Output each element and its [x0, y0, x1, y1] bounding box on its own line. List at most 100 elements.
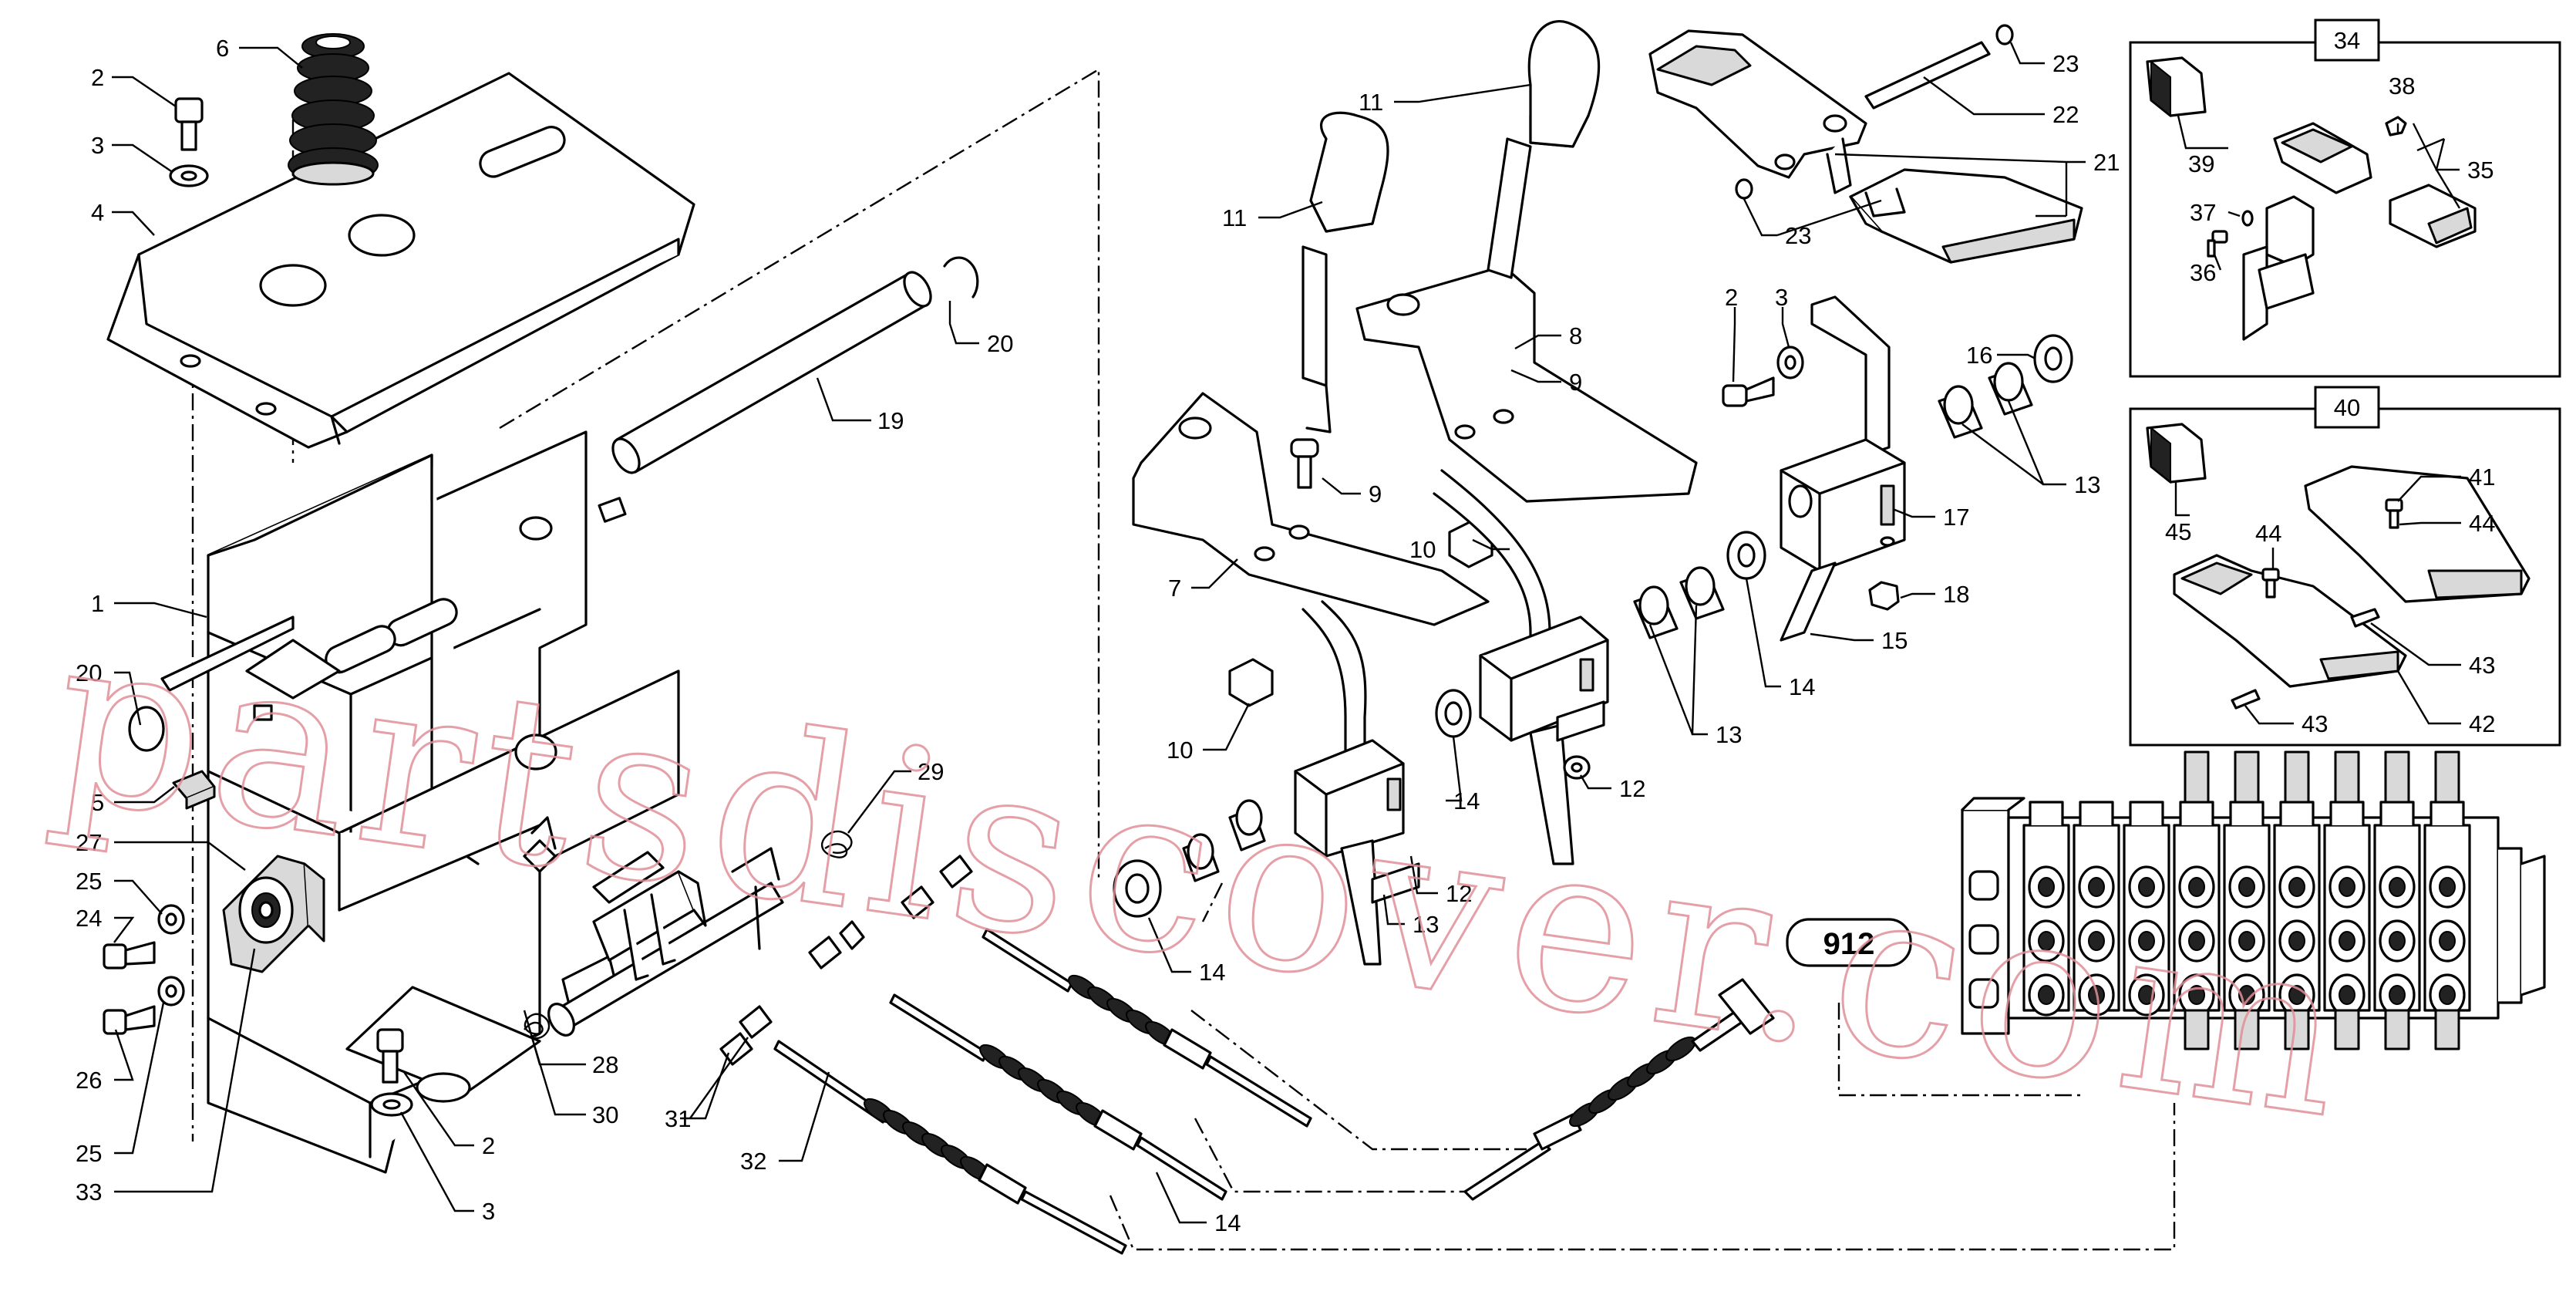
callout-17: 17 [1943, 504, 1969, 531]
callout-30: 30 [592, 1101, 618, 1128]
callout-11: 11 [1359, 89, 1383, 116]
callout-35: 35 [2467, 157, 2494, 184]
callout-31: 31 [665, 1105, 691, 1132]
right-control-lever [1355, 19, 1698, 865]
callout-16: 16 [1966, 342, 1992, 369]
callout-11: 11 [1222, 204, 1247, 231]
callout-5: 5 [91, 789, 104, 816]
callout-14: 14 [1199, 959, 1225, 986]
linkage-assembly [523, 816, 973, 1066]
callout-3: 3 [1775, 284, 1788, 311]
callout-20: 20 [76, 659, 102, 686]
cable-4-right [1463, 978, 1775, 1201]
callout-43: 43 [2469, 652, 2495, 679]
assembly-guide-lines [191, 67, 2176, 1251]
inset-box-34: 34 [2129, 19, 2561, 378]
top-cover-part [106, 72, 695, 449]
seal-plate-part [222, 855, 325, 973]
clip-part [172, 770, 216, 810]
callout-13: 13 [1413, 911, 1439, 938]
callout-12: 12 [1446, 880, 1472, 907]
callout-25: 25 [76, 868, 102, 895]
callout-44: 44 [2255, 520, 2281, 547]
valve-section [2223, 750, 2271, 1050]
callout-27: 27 [76, 829, 102, 856]
callout-14: 14 [1789, 673, 1815, 700]
callout-22: 22 [2052, 101, 2079, 128]
callout-3: 3 [91, 132, 104, 159]
callout-25: 25 [76, 1140, 102, 1167]
callout-38: 38 [2389, 72, 2415, 99]
callout-15: 15 [1881, 627, 1908, 654]
callout-2: 2 [482, 1132, 495, 1159]
callout-45: 45 [2165, 518, 2191, 545]
shaft-part [611, 256, 979, 474]
pivot-bracket-part [1633, 295, 2073, 642]
callout-10: 10 [1409, 536, 1436, 563]
book-icon [2146, 423, 2207, 484]
callout-19: 19 [877, 407, 904, 434]
inset-box-34-label: 34 [2334, 27, 2360, 54]
valve-sections [2022, 750, 2471, 1050]
main-housing-part [160, 430, 680, 1174]
screws-lower-left [103, 904, 185, 1035]
callout-10: 10 [1167, 737, 1193, 764]
callout-23: 23 [1785, 222, 1811, 249]
inset-box-40-label: 40 [2334, 394, 2360, 421]
callout-21: 21 [2093, 149, 2120, 176]
callout-41: 41 [2469, 464, 2495, 491]
callout-2: 2 [1725, 284, 1738, 311]
control-cables [773, 928, 1775, 1255]
callout-32: 32 [740, 1148, 766, 1175]
callout-36: 36 [2190, 259, 2216, 286]
screw-bottom [370, 1028, 413, 1117]
valve-section [2123, 801, 2170, 1017]
screw-top-left [169, 97, 209, 187]
callout-14: 14 [1453, 787, 1480, 814]
callout-42: 42 [2469, 710, 2495, 737]
valve-section [2173, 750, 2221, 1050]
callout-39: 39 [2188, 150, 2214, 177]
book-icon [2146, 56, 2207, 118]
callout-4: 4 [91, 199, 104, 226]
callout-2: 2 [91, 64, 104, 91]
valve-section [2273, 750, 2321, 1050]
callout-1: 1 [91, 590, 104, 617]
valve-section [2373, 750, 2421, 1050]
callout-13: 13 [2074, 471, 2100, 498]
callout-9: 9 [1569, 369, 1582, 396]
cable-1 [773, 1040, 1127, 1255]
callout-29: 29 [918, 758, 944, 785]
callout-7: 7 [1168, 575, 1181, 602]
callout-3: 3 [482, 1198, 495, 1225]
callout-24: 24 [76, 905, 102, 932]
valve-section [2423, 750, 2471, 1050]
callout-8: 8 [1569, 322, 1582, 349]
callout-18: 18 [1943, 581, 1969, 608]
callout-9: 9 [1369, 481, 1382, 508]
callout-43: 43 [2302, 710, 2328, 737]
callout-20: 20 [987, 330, 1013, 357]
callout-37: 37 [2190, 199, 2216, 226]
bushes-and-washers-middle [1113, 689, 1591, 918]
reference-tag-label: 912 [1823, 927, 1875, 961]
valve-section [2022, 801, 2070, 1017]
left-control-lever [1132, 111, 1490, 966]
callout-26: 26 [76, 1067, 102, 1094]
callout-13: 13 [1716, 721, 1742, 748]
callout-14: 14 [1214, 1209, 1241, 1236]
callout-33: 33 [76, 1179, 102, 1206]
valve-section [2323, 750, 2371, 1050]
reference-tag-912[interactable]: 912 [1786, 918, 1912, 967]
rubber-boot-part [288, 33, 379, 186]
callout-labels: 2 3 4 6 1 20 5 27 25 24 26 25 33 2 3 20 … [76, 35, 2495, 1236]
callout-28: 28 [592, 1051, 618, 1078]
callout-44: 44 [2469, 510, 2495, 537]
callout-23: 23 [2052, 50, 2079, 77]
cable-2 [889, 993, 1227, 1201]
cable-3 [982, 928, 1312, 1128]
callout-6: 6 [216, 35, 229, 62]
valve-section [2073, 801, 2120, 1017]
